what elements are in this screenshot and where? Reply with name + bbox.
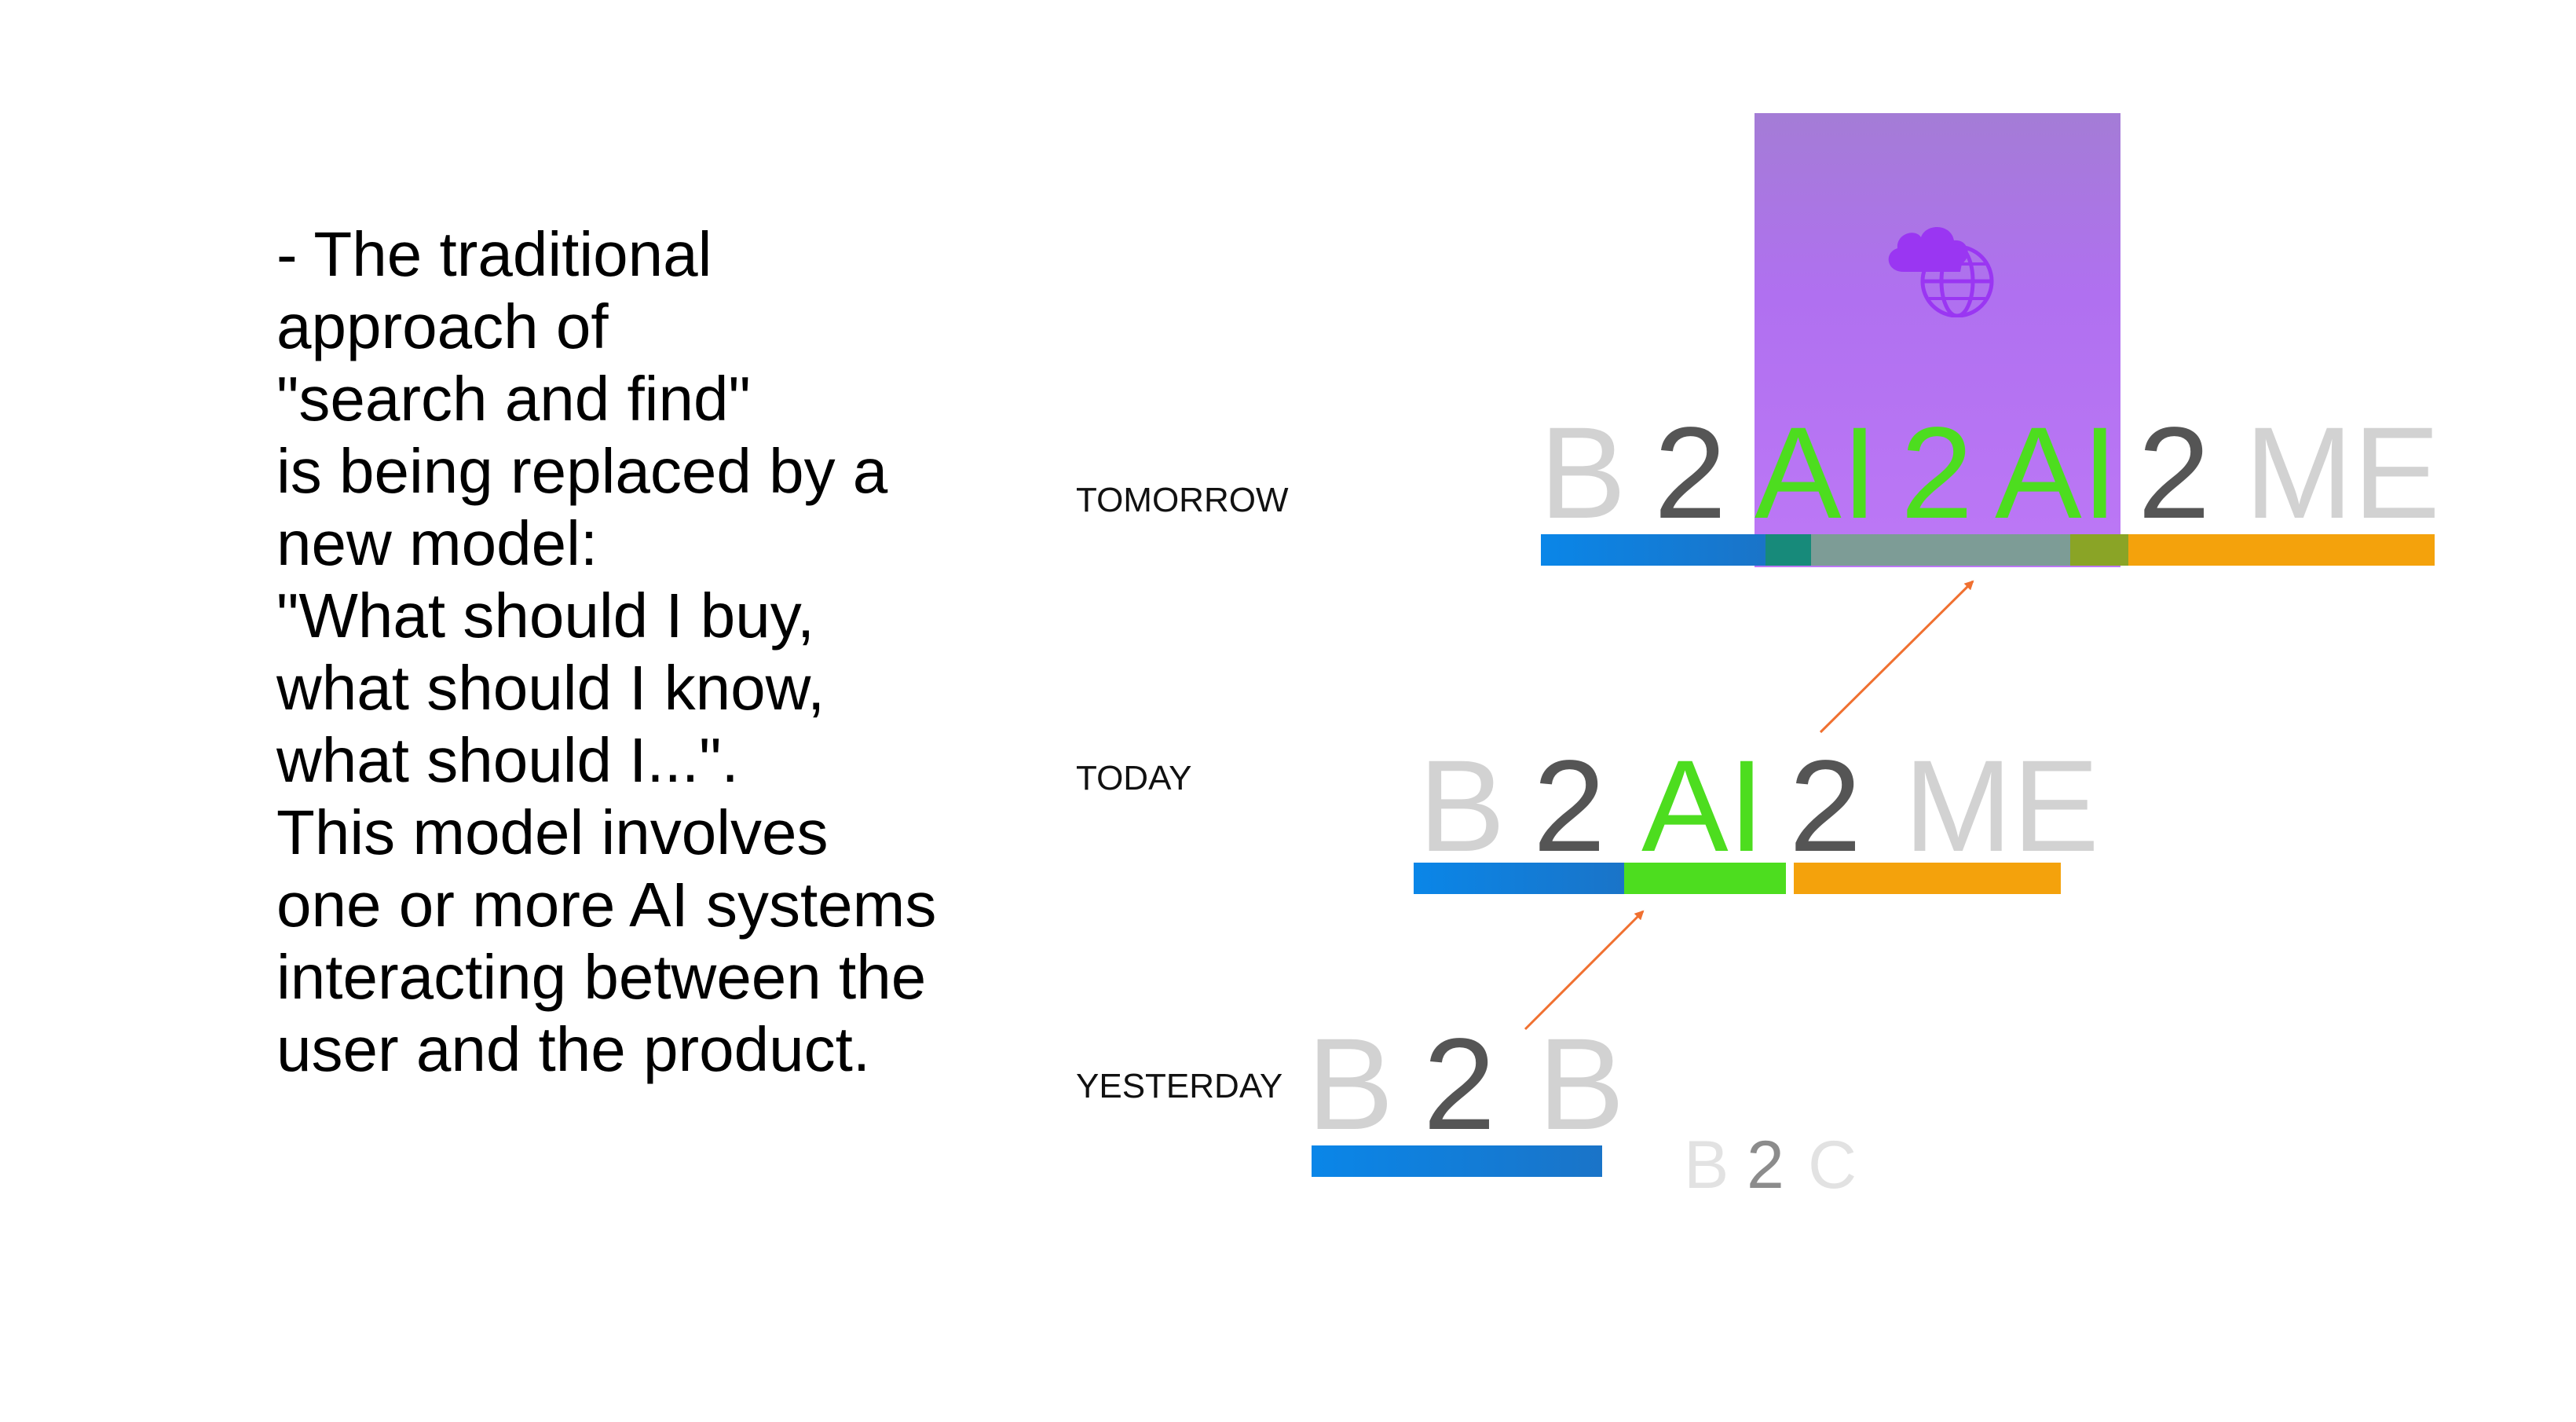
token-2: 2 [1533,734,1606,879]
intro-line: user and the product. [276,1014,871,1084]
bar-me [1794,863,2061,894]
bar-ai-me-overlap [2070,534,2128,566]
intro-line: This model involves [276,797,829,867]
intro-line: is being replaced by a [276,436,888,506]
arrow-today-to-tomorrow [1819,580,1974,734]
token-me: ME [2245,401,2440,546]
intro-line: approach of [276,291,609,361]
intro-line: "What should I buy, [276,581,815,651]
token-2-secondary: 2 [1747,1127,1784,1203]
bar-business [1414,863,1624,894]
token-c-secondary: C [1808,1127,1857,1203]
bar-business [1541,534,1766,566]
bar-me [2128,534,2435,566]
token-b: B [1539,401,1626,546]
row-label-tomorrow: TOMORROW [1076,481,1289,519]
token-ai: AI [1755,401,1878,546]
token-2-ai: 2 [1901,401,1974,546]
token-2: 2 [1423,1012,1496,1157]
token-ai: AI [1995,401,2118,546]
intro-line: "search and find" [276,364,751,434]
intro-line: one or more AI systems [276,870,937,940]
cloud-globe-icon [1872,207,1998,318]
token-b-secondary: B [1684,1127,1729,1203]
row-label-today: TODAY [1076,759,1192,797]
intro-line: what should I know, [276,653,825,723]
intro-line: what should I...". [276,725,739,795]
arrow-yesterday-to-today [1524,910,1645,1031]
token-b: B [1538,1012,1625,1157]
intro-line: - The traditional [276,219,712,289]
intro-text: - The traditional approach of "search an… [276,218,999,1086]
bar-business [1312,1145,1602,1177]
token-2: 2 [2138,401,2211,546]
bar-ai-mixed [1811,534,2070,566]
token-b: B [1307,1012,1394,1157]
token-b: B [1418,734,1506,879]
token-me: ME [1904,734,2099,879]
token-ai: AI [1641,734,1765,879]
ai-cloud-panel [1755,113,2120,567]
intro-line: interacting between the [276,942,927,1012]
token-2: 2 [1789,734,1862,879]
bar-ai [1624,863,1786,894]
token-2: 2 [1654,401,1727,546]
bar-business-ai-overlap [1766,534,1811,566]
intro-line: new model: [276,508,598,578]
row-label-yesterday: YESTERDAY [1076,1067,1283,1105]
